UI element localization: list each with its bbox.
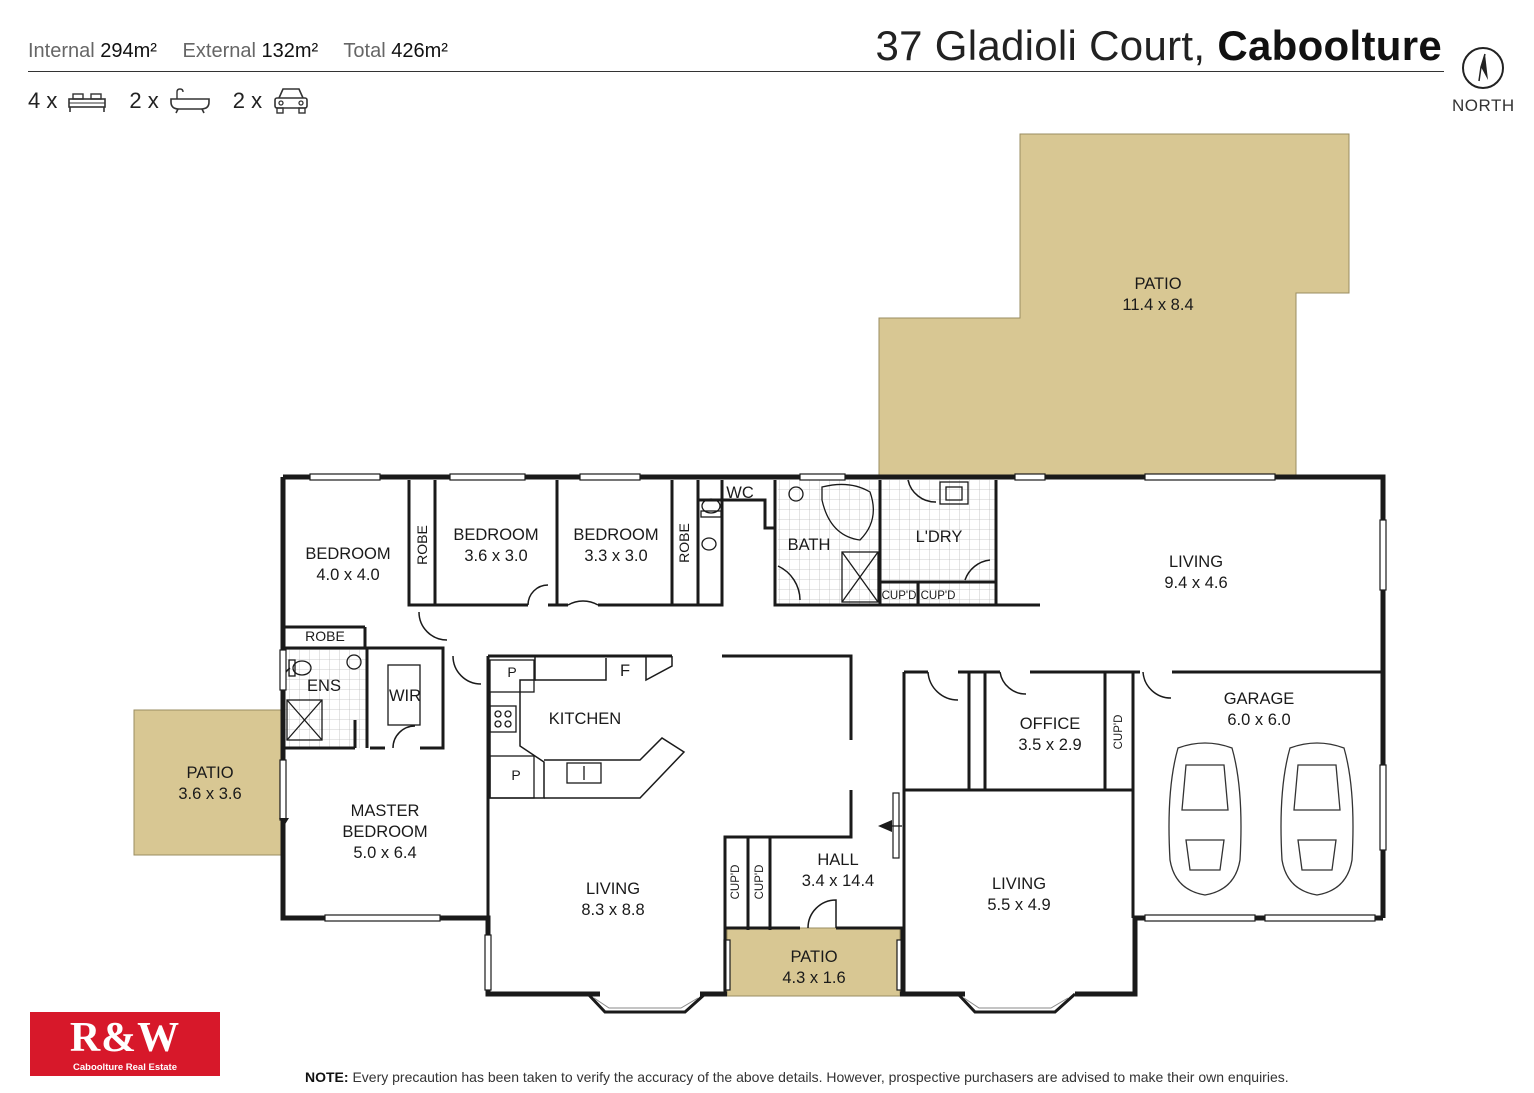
living-right-size: 5.5 x 4.9 [987, 896, 1050, 914]
cupd-3-label: CUP'D [1113, 715, 1125, 750]
logo-wordmark: R&W [69, 1015, 181, 1061]
north-indicator: NORTH [1452, 45, 1514, 116]
office-size: 3.5 x 2.9 [1018, 736, 1081, 754]
entry-arrows [279, 818, 902, 832]
master-size: 5.0 x 6.4 [353, 844, 416, 862]
laundry-label: L'DRY [916, 528, 963, 546]
feature-counts: 4 x 2 x 2 x [28, 86, 332, 116]
cupd-1-label: CUP'D [882, 590, 917, 602]
living-mid-name: LIVING [586, 880, 640, 898]
bed-icon [68, 93, 107, 112]
bedroom-3-name: BEDROOM [573, 526, 658, 544]
robe-2-label: ROBE [676, 523, 692, 563]
bedroom-3-size: 3.3 x 3.0 [584, 547, 647, 565]
bedroom-2-name: BEDROOM [453, 526, 538, 544]
disclaimer-note: NOTE: Every precaution has been taken to… [305, 1069, 1289, 1085]
patio-left-name: PATIO [186, 764, 233, 782]
total-label: Total [343, 40, 386, 62]
living-right-name: LIVING [992, 875, 1046, 893]
cupd-4-label: CUP'D [730, 865, 742, 900]
bedroom-1-size: 4.0 x 4.0 [316, 566, 379, 584]
patio-front-size: 4.3 x 1.6 [782, 969, 845, 987]
robe-1-label: ROBE [414, 525, 430, 565]
pantry-1-label: P [507, 664, 516, 680]
patio-main-size: 11.4 x 8.4 [1122, 296, 1193, 314]
bath-label: BATH [788, 536, 831, 554]
area-summary: Internal 294m² External 132m² Total 426m… [28, 40, 448, 63]
fridge-label: F [620, 662, 630, 680]
living-top-size: 9.4 x 4.6 [1164, 574, 1227, 592]
wc-label: WC [726, 484, 754, 502]
robe-3-label: ROBE [305, 628, 345, 644]
garage-size: 6.0 x 6.0 [1227, 711, 1290, 729]
total-value: 426m² [391, 40, 448, 62]
interior-walls [285, 480, 1383, 994]
internal-label: Internal [28, 40, 95, 62]
patio-front-name: PATIO [790, 948, 837, 966]
kitchen-benches [489, 656, 686, 799]
kitchen-label: KITCHEN [549, 710, 621, 728]
internal-value: 294m² [100, 40, 157, 62]
car-icon [274, 88, 308, 114]
patio-main-area [878, 133, 1350, 477]
note-label: NOTE: [305, 1069, 349, 1085]
compass-icon [1462, 47, 1504, 89]
garage-name: GARAGE [1224, 690, 1295, 708]
hall-name: HALL [817, 851, 858, 869]
hall-size: 3.4 x 14.4 [802, 872, 874, 890]
garage-cars [1168, 742, 1354, 896]
carspace-count: 2 x [233, 86, 310, 116]
north-label: NORTH [1452, 96, 1515, 115]
bedroom-1-name: BEDROOM [305, 545, 390, 563]
ensuite-label: ENS [307, 677, 341, 695]
ensuite-tiles [285, 648, 367, 748]
living-mid-size: 8.3 x 8.8 [581, 901, 644, 919]
bathroom-count-value: 2 x [129, 88, 159, 113]
carspace-count-value: 2 x [232, 88, 263, 113]
property-address: 37 Gladioli Court, Caboolture [875, 22, 1442, 70]
door-swings [285, 479, 1172, 929]
windows [279, 473, 1387, 991]
patio-left-area [133, 709, 284, 856]
note-text: Every precaution has been taken to verif… [348, 1069, 1289, 1085]
agency-logo: R&W Caboolture Real Estate [30, 1012, 220, 1076]
fixtures [286, 481, 969, 799]
external-label: External [182, 40, 256, 62]
cupd-5-label: CUP'D [754, 865, 766, 900]
cupd-2-label: CUP'D [921, 590, 956, 602]
wir-label: WIR [389, 687, 421, 705]
bedroom-2-size: 3.6 x 3.0 [464, 547, 527, 565]
patio-front-area [726, 927, 901, 997]
bedroom-count: 4 x [28, 88, 107, 114]
bathroom-count: 2 x [129, 88, 210, 114]
patio-left-size: 3.6 x 3.6 [178, 785, 241, 803]
address-street: 37 Gladioli Court, [875, 22, 1206, 69]
bath-icon [169, 88, 210, 114]
master-name-2: BEDROOM [342, 823, 427, 841]
office-name: OFFICE [1020, 715, 1081, 733]
bay-windows [586, 992, 1077, 1014]
header-divider [28, 71, 1444, 72]
address-suburb: Caboolture [1217, 22, 1442, 69]
patio-main-name: PATIO [1134, 275, 1181, 293]
living-top-name: LIVING [1169, 553, 1223, 571]
pantry-2-label: P [511, 767, 520, 783]
logo-tagline: Caboolture Real Estate [73, 1062, 177, 1073]
external-value: 132m² [261, 40, 319, 62]
bedroom-count-value: 4 x [28, 88, 58, 113]
master-name-1: MASTER [351, 802, 420, 820]
